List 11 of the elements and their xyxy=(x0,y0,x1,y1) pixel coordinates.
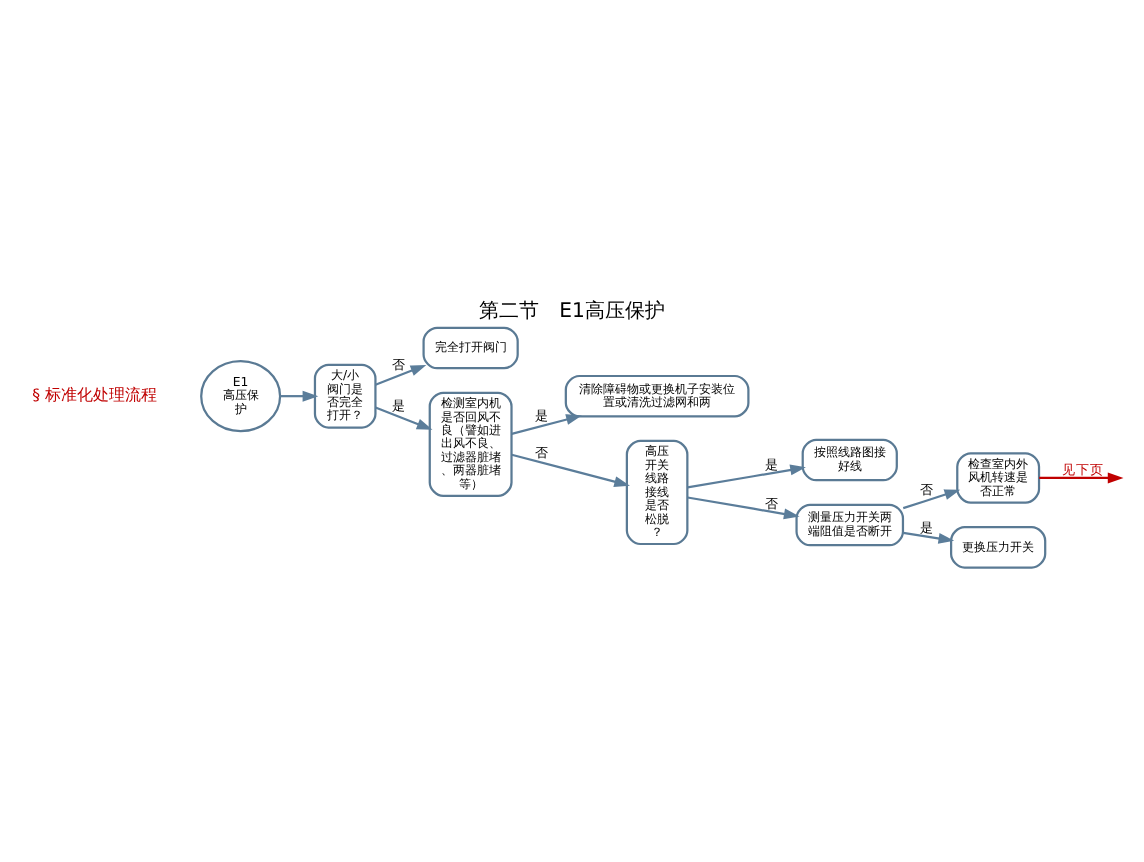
arrow xyxy=(902,488,961,509)
arrow xyxy=(511,413,582,434)
arrow xyxy=(511,452,630,486)
arrow xyxy=(280,389,319,401)
arrow xyxy=(903,530,955,543)
arrow xyxy=(375,405,433,429)
arrow xyxy=(1039,471,1124,483)
arrow xyxy=(687,495,800,519)
arrow xyxy=(687,463,806,488)
diagram-title: 第二节 E1高压保护 xyxy=(479,300,665,323)
arrow xyxy=(375,363,427,385)
